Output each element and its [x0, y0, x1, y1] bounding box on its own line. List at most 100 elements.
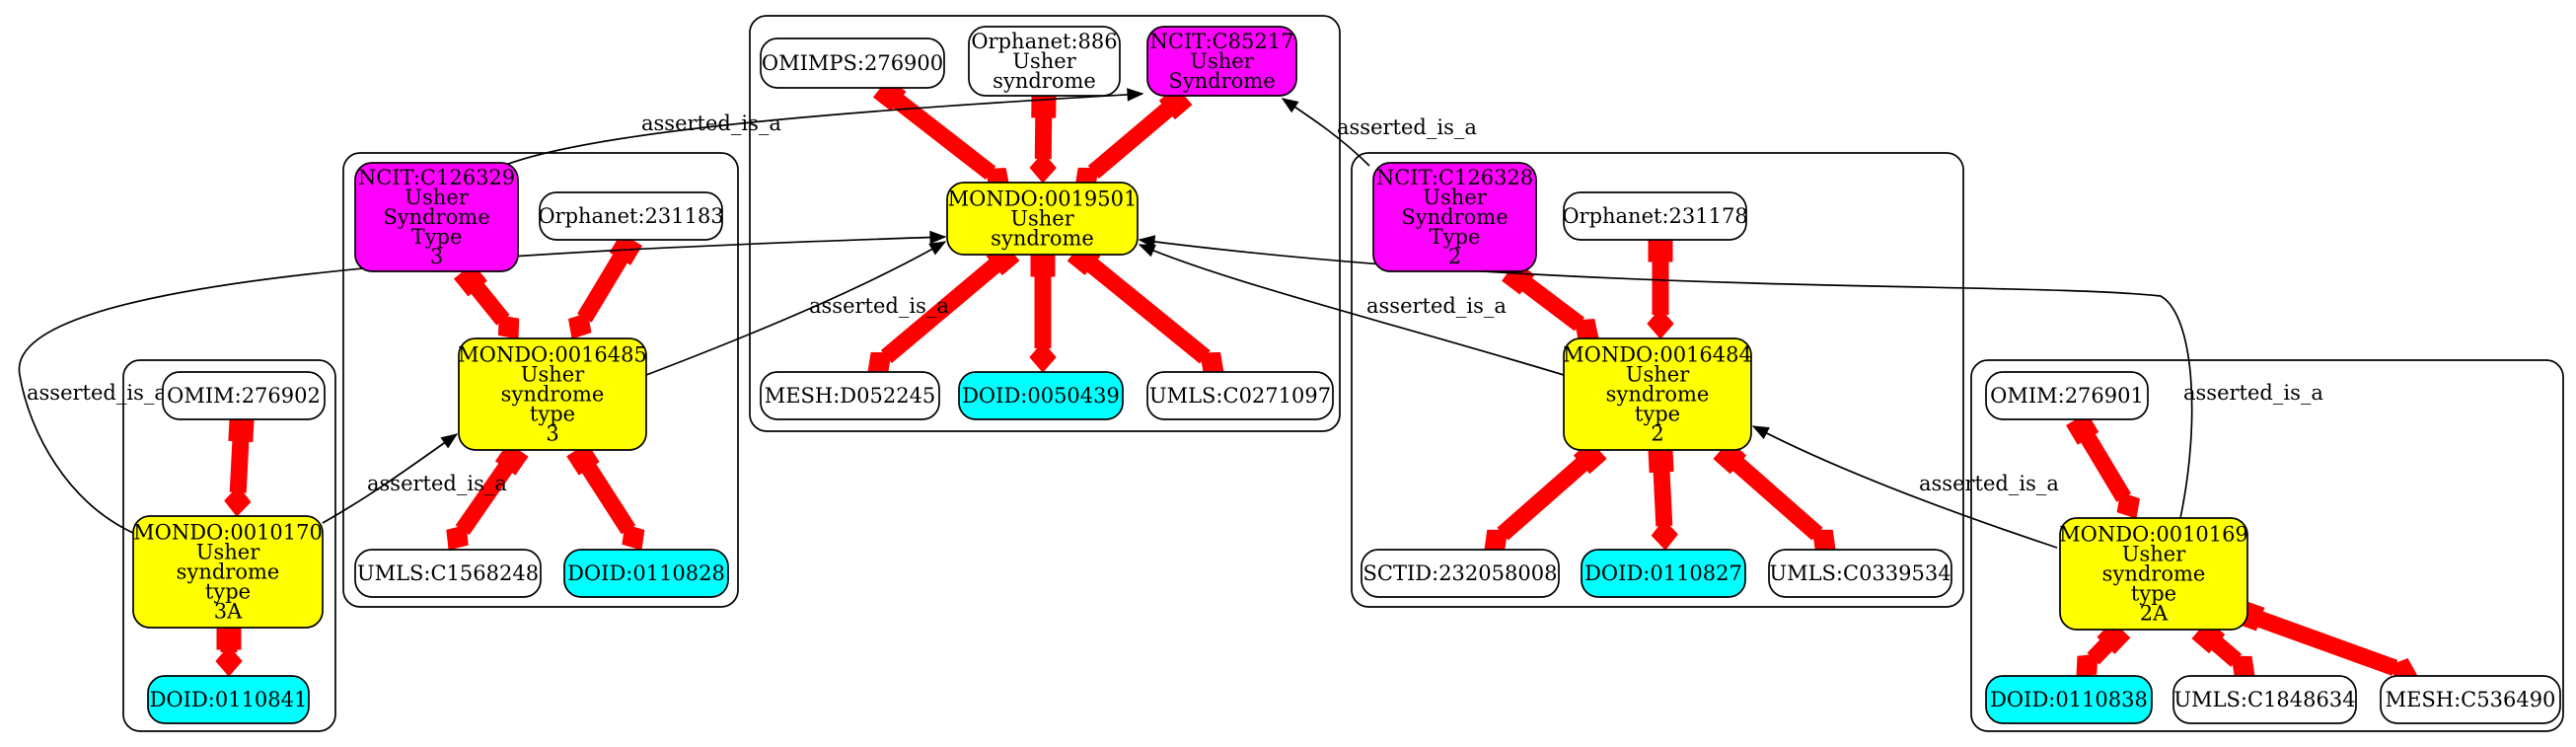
node-label: MONDO:0019501 [948, 187, 1138, 211]
node-label: DOID:0110827 [1584, 561, 1742, 585]
xref-line [1729, 455, 1823, 541]
xref-diamond-end [1651, 519, 1678, 551]
xref-line [468, 279, 510, 326]
node-box [563, 549, 729, 598]
xref-edge [446, 442, 529, 551]
node-doid-0110827[interactable]: DOID:0110827 [1581, 549, 1746, 598]
arrowhead [440, 433, 459, 449]
node-label: syndrome [501, 383, 605, 407]
node-box [946, 182, 1139, 256]
node-umls-c1568248[interactable]: UMLS:C1568248 [354, 549, 542, 598]
node-label: OMIM:276901 [1990, 384, 2144, 408]
xref-edge [215, 627, 243, 677]
node-mesh-d052245[interactable]: MESH:D052245 [760, 371, 940, 420]
xref-line [1653, 467, 1673, 527]
node-umls-c0271097[interactable]: UMLS:C0271097 [1146, 371, 1334, 420]
node-label: Type [411, 225, 463, 249]
isa-edge-line [1752, 425, 2058, 549]
node-label: type [2131, 582, 2176, 606]
xref-line [229, 436, 250, 493]
node-label: OMIM:276902 [167, 384, 321, 408]
edge-label: asserted_is_a [1366, 294, 1507, 318]
xref-square-end [1030, 254, 1056, 277]
node-doid-0110841[interactable]: DOID:0110841 [147, 675, 310, 724]
node-label: syndrome [177, 560, 280, 584]
xref-diamond-end [446, 524, 469, 551]
xref-edge [1067, 241, 1224, 374]
clusters [122, 15, 2564, 732]
node-doid-0110828[interactable]: DOID:0110828 [563, 549, 729, 598]
xref-diamond-end [2231, 655, 2255, 677]
xref-square-end [1648, 239, 1673, 262]
node-orphanet-231178[interactable]: Orphanet:231178 [1562, 191, 1748, 241]
node-sctid-232058008[interactable]: SCTID:232058008 [1361, 549, 1560, 598]
node-mesh-c536490[interactable]: MESH:C536490 [2380, 675, 2561, 724]
xref-diamond-end [215, 645, 243, 677]
node-label: MONDO:0016485 [458, 343, 647, 367]
xref-diamond-end [622, 524, 645, 551]
xref-edge [1647, 239, 1674, 339]
arrowhead [1127, 88, 1144, 102]
xref-edge [1484, 440, 1607, 551]
cluster-4 [1351, 152, 1964, 608]
xref-diamond-end [1811, 529, 1836, 551]
node-label: Usher [2122, 543, 2186, 566]
node-label: NCIT:C126329 [358, 166, 515, 189]
xref-diamond-end [497, 315, 520, 339]
xref-line [2253, 610, 2398, 676]
node-label: DOID:0110828 [567, 561, 725, 585]
node-orphanet-231183[interactable]: Orphanet:231183 [538, 191, 724, 241]
node-umls-c0339534[interactable]: UMLS:C0339534 [1768, 549, 1952, 598]
node-label: OMIMPS:276900 [762, 51, 943, 75]
node-label: type [530, 403, 575, 426]
cluster-1 [749, 15, 1341, 432]
xref-line [1083, 256, 1211, 364]
node-doid-0050439[interactable]: DOID:0050439 [958, 371, 1124, 420]
xref-diamond-end [2116, 491, 2140, 519]
node-label: 2A [2140, 602, 2169, 626]
xref-line [1518, 275, 1584, 332]
node-label: Usher [196, 541, 260, 564]
isa-edge-line [322, 433, 458, 524]
cluster-3 [122, 359, 336, 732]
node-label: Orphanet:886 [971, 30, 1117, 53]
node-umls-c1848634[interactable]: UMLS:C1848634 [2172, 675, 2357, 724]
edge-label: asserted_is_a [1919, 472, 2059, 495]
isa-edge-line [645, 241, 946, 376]
node-box [2380, 675, 2561, 724]
xref-line [880, 257, 1003, 364]
node-box [1563, 337, 1752, 451]
node-box [760, 37, 945, 89]
edge-label: asserted_is_a [809, 294, 949, 318]
node-label: syndrome [2102, 562, 2206, 586]
node-box [1361, 549, 1560, 598]
arrowhead [1138, 244, 1156, 258]
node-label: Syndrome [383, 205, 489, 229]
node-omimps-276900[interactable]: OMIMPS:276900 [760, 37, 945, 89]
isa-edge: asserted_is_a [18, 230, 947, 534]
xref-square-end [566, 442, 600, 476]
node-omim-276902[interactable]: OMIM:276902 [162, 371, 326, 420]
edge-label: asserted_is_a [367, 472, 507, 495]
xref-edge [1029, 254, 1057, 373]
isa-edge: asserted_is_a [322, 433, 507, 524]
node-label: Usher [521, 363, 585, 387]
xref-diamond-end [1484, 529, 1509, 551]
xref-diamond-end [1647, 308, 1674, 339]
node-label: Usher [1010, 207, 1074, 231]
node-doid-0110838[interactable]: DOID:0110838 [1985, 675, 2153, 724]
isa-edge-line [497, 93, 1143, 169]
node-box [1146, 26, 1297, 97]
node-omim-276901[interactable]: OMIM:276901 [1985, 371, 2149, 420]
isa-edge-line [1139, 244, 1565, 376]
